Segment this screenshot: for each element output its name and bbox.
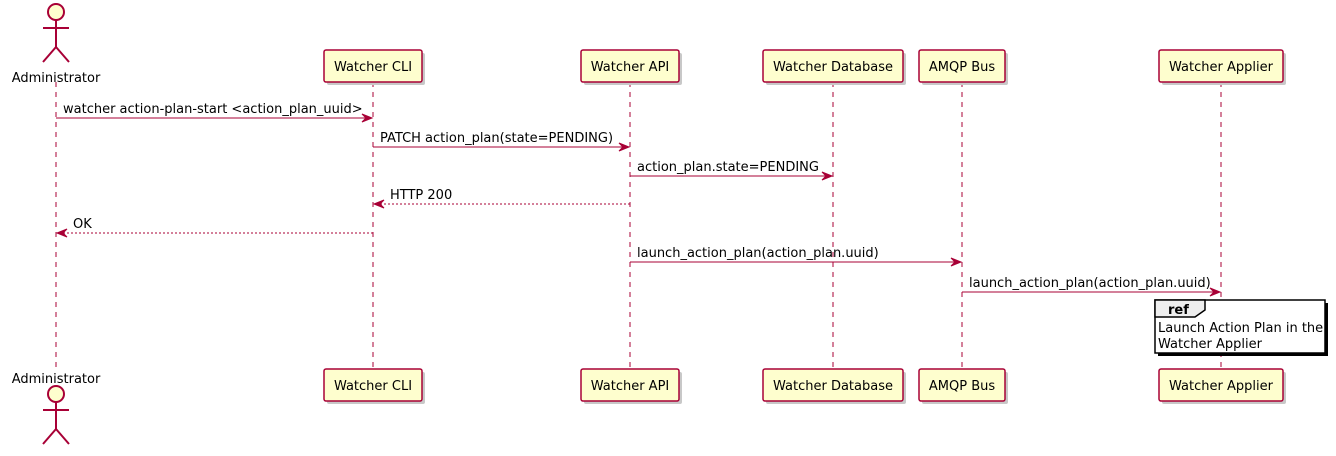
actor-label: Administrator xyxy=(12,372,101,387)
message-4: HTTP 200 xyxy=(372,188,630,209)
participant-label: Watcher API xyxy=(591,379,670,394)
ref-text-line: Launch Action Plan in the xyxy=(1158,321,1323,336)
participant-label: Watcher Applier xyxy=(1169,379,1274,394)
participant-label: Watcher Database xyxy=(773,379,893,394)
participant-api-bottom: Watcher API xyxy=(580,368,682,404)
message-1: watcher action-plan-start <action_plan_u… xyxy=(56,102,374,123)
message-label: OK xyxy=(73,217,92,232)
actor-label: Administrator xyxy=(12,71,101,86)
arrowhead-icon xyxy=(821,171,834,181)
message-label: watcher action-plan-start <action_plan_u… xyxy=(63,102,363,117)
message-label: PATCH action_plan(state=PENDING) xyxy=(380,131,613,146)
participant-label: Watcher CLI xyxy=(334,60,412,75)
message-label: HTTP 200 xyxy=(390,188,452,203)
participant-amqp-top: AMQP Bus xyxy=(918,49,1008,85)
arrowhead-icon xyxy=(372,199,385,209)
actor-admin-top: Administrator xyxy=(12,3,101,86)
ref-tag: ref xyxy=(1168,303,1189,318)
arrowhead-icon xyxy=(361,113,374,123)
participant-applier-top: Watcher Applier xyxy=(1158,49,1286,85)
participant-label: Watcher Database xyxy=(773,60,893,75)
message-label: launch_action_plan(action_plan.uuid) xyxy=(637,246,879,261)
participant-cli-bottom: Watcher CLI xyxy=(323,368,425,404)
arrowhead-icon xyxy=(950,257,963,267)
message-6: launch_action_plan(action_plan.uuid) xyxy=(630,246,963,267)
participant-label: AMQP Bus xyxy=(929,60,995,75)
message-7: launch_action_plan(action_plan.uuid) xyxy=(962,276,1222,297)
message-2: PATCH action_plan(state=PENDING) xyxy=(373,131,631,152)
actor-figure-icon xyxy=(42,3,70,63)
participant-label: AMQP Bus xyxy=(929,379,995,394)
participant-amqp-bottom: AMQP Bus xyxy=(918,368,1008,404)
message-3: action_plan.state=PENDING xyxy=(630,160,834,181)
message-label: launch_action_plan(action_plan.uuid) xyxy=(969,276,1211,291)
participant-api-top: Watcher API xyxy=(580,49,682,85)
ref-text-line: Watcher Applier xyxy=(1158,337,1263,352)
message-5: OK xyxy=(55,217,373,238)
actor-admin-bottom: Administrator xyxy=(12,372,101,445)
actor-figure-icon xyxy=(42,385,70,445)
arrowhead-icon xyxy=(1209,287,1222,297)
arrowhead-icon xyxy=(618,142,631,152)
arrowhead-icon xyxy=(55,228,68,238)
participant-db-bottom: Watcher Database xyxy=(762,368,906,404)
participant-label: Watcher CLI xyxy=(334,379,412,394)
participant-cli-top: Watcher CLI xyxy=(323,49,425,85)
participant-db-top: Watcher Database xyxy=(762,49,906,85)
participant-applier-bottom: Watcher Applier xyxy=(1158,368,1286,404)
participant-label: Watcher API xyxy=(591,60,670,75)
message-label: action_plan.state=PENDING xyxy=(637,160,819,175)
participant-label: Watcher Applier xyxy=(1169,60,1274,75)
